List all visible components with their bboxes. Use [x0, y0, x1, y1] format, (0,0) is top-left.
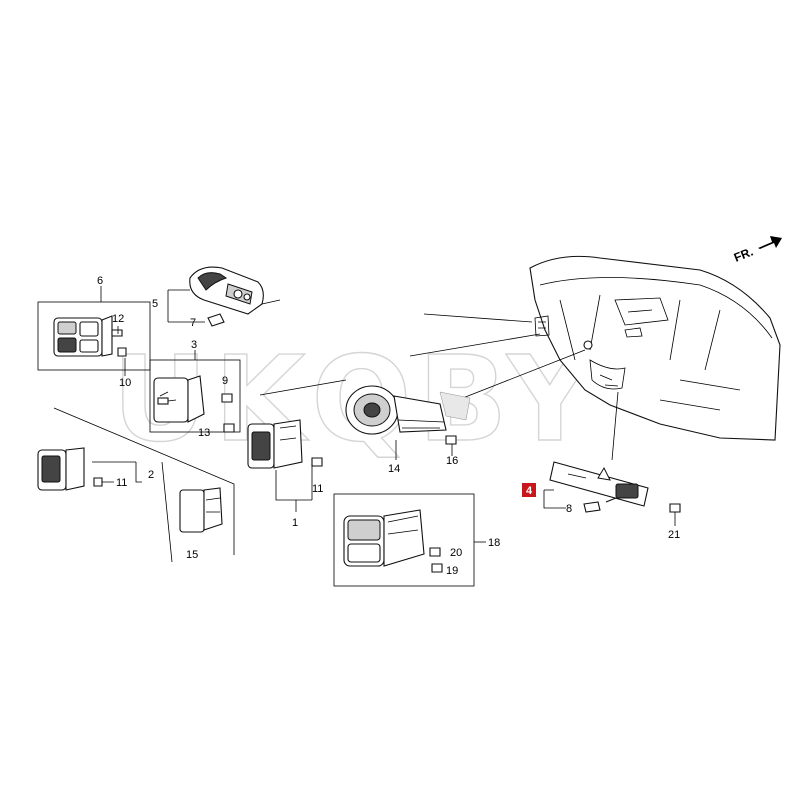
switch-assembly-18 [333, 493, 475, 587]
front-direction-indicator: FR. [732, 236, 782, 265]
callout-20: 20 [450, 547, 462, 559]
callout-12: 12 [112, 313, 124, 325]
combination-switch-5 [189, 266, 281, 315]
switch-6-body [53, 315, 113, 357]
callout-3: 3 [191, 339, 197, 351]
clip-icon [207, 313, 225, 327]
screw-icon [429, 547, 443, 573]
blank-cover-15 [179, 487, 223, 533]
switch-assembly-3 [149, 359, 241, 433]
front-arrow-icon [758, 236, 782, 249]
callout-11-b: 11 [116, 477, 127, 489]
callout-7: 7 [190, 317, 196, 329]
ignition-switch-14 [345, 385, 471, 445]
callout-16: 16 [446, 455, 458, 467]
callout-6: 6 [97, 275, 103, 287]
callout-18: 18 [488, 537, 500, 549]
screw-icon [311, 457, 323, 467]
callout-9: 9 [222, 375, 228, 387]
callout-1: 1 [292, 517, 298, 529]
clip-icon [583, 501, 601, 513]
callout-13: 13 [198, 427, 210, 439]
callout-21: 21 [668, 529, 680, 541]
callout-4: 4 [526, 485, 533, 497]
front-label: FR. [732, 245, 755, 265]
callout-15: 15 [186, 549, 198, 561]
hazard-switch-panel-4 [549, 461, 649, 507]
screw-icon [445, 435, 457, 445]
callout-5: 5 [152, 298, 158, 310]
highlight-badge [522, 483, 536, 497]
switch-assembly-2 [37, 447, 103, 491]
callout-19: 19 [446, 565, 458, 577]
callout-11-a: 11 [312, 483, 323, 495]
callout-2: 2 [148, 469, 154, 481]
screw-icon [111, 329, 127, 357]
callout-14: 14 [388, 463, 400, 475]
hazard-icon [597, 466, 611, 481]
screw-icon [669, 503, 681, 513]
switch-assembly-1 [247, 419, 323, 469]
screw-icon [221, 393, 235, 433]
dashboard-overview [529, 255, 781, 441]
screw-icon [93, 477, 103, 487]
callout-10: 10 [119, 377, 131, 389]
callout-8: 8 [566, 503, 572, 515]
switch-assembly-6 [37, 301, 151, 371]
